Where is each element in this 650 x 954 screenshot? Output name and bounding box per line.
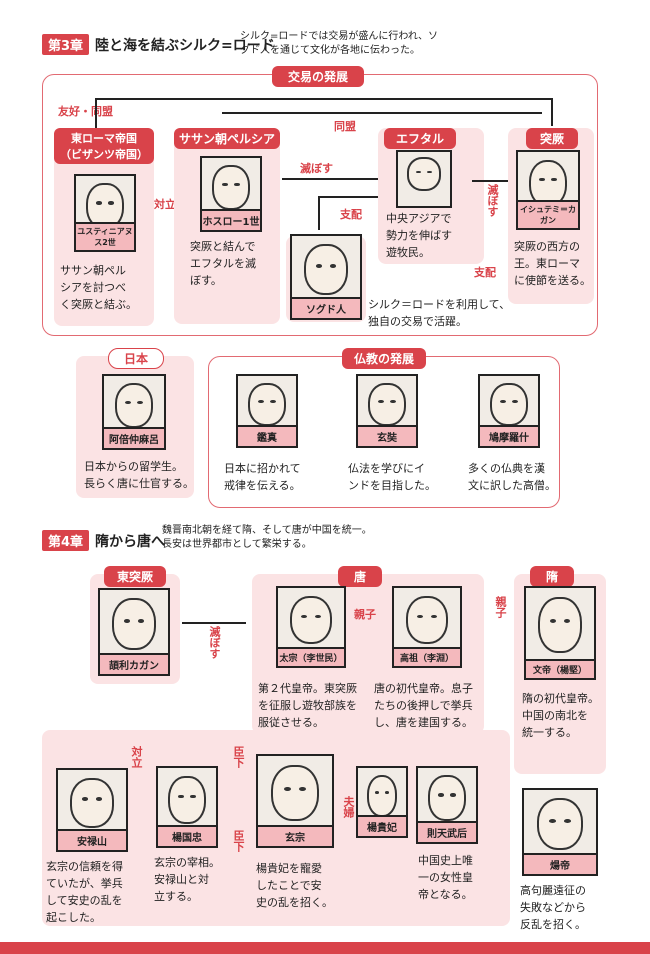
buddhism-label: 仏教の発展 [342,348,426,369]
connector [222,112,542,114]
ganjin-desc: 日本に招かれて 戒律を伝える。 [224,462,301,492]
rule-label-2: 支配 [474,266,496,279]
yangguifei-portrait: 楊貴妃 [356,766,408,838]
taizong-portrait: 太宗（李世民） [276,586,346,668]
xuanzang-desc: 仏法を学びにイ ンドを目指した。 [348,462,436,492]
chapter4-tag: 第4章 [42,530,90,551]
destroy-label-2: 滅ぼす [486,184,499,217]
wuzetian-portrait: 則天武后 [416,766,478,844]
chapter3-tag: 第3章 [42,34,90,55]
chapter4-title: 隋から唐へ [95,533,166,550]
connector [95,98,551,100]
vassal-label-2: 臣下 [232,830,245,852]
portrait-face [528,159,568,207]
istemi-desc: 突厥の西方の 王。東ローマ に使節を送る。 [514,240,591,287]
sogd-portrait: ソグド人 [290,234,362,320]
portrait-face [304,244,348,296]
khosrow-desc: 突厥と結んで エフタルを滅 ぼす。 [190,240,256,287]
kumarajiva-portrait: 鳩摩羅什 [478,374,540,448]
xuanzong-desc: 楊貴妃を寵愛 したことで安 史の乱を招く。 [256,862,333,909]
eftal-label: エフタル [384,128,456,149]
khosrow-portrait: ホスロー1世 [200,156,262,232]
abe-desc: 日本からの留学生。 長らく唐に仕官する。 [84,460,194,490]
destroy-arrow [282,178,380,180]
parent-child-2: 親子 [494,596,507,618]
eftal-portrait [396,150,452,208]
xuanzong-portrait: 玄宗 [256,754,334,848]
destroy-label-1: 滅ぼす [300,162,333,175]
page-bottom-bar [0,942,650,954]
portrait-face [212,165,250,210]
gaozu-portrait: 高祖（李淵） [392,586,462,668]
friend-label: 友好・同盟 [58,105,113,118]
sui-label: 隋 [530,566,574,587]
portrait-face [428,775,466,822]
gaozu-desc: 唐の初代皇帝。息子 たちの後押しで挙兵 し、唐を建国する。 [374,682,473,729]
portrait-face [112,598,156,651]
confront-label-ch4: 対立 [130,746,143,768]
byzantine-label: 東ローマ帝国 （ビザンツ帝国） [54,128,154,164]
portrait-face [168,775,206,825]
justinian-desc: ササン朝ペル シアを討つべ く突厥と結ぶ。 [60,264,137,311]
sasanian-label: ササン朝ペルシア [174,128,280,149]
yang-desc: 玄宗の宰相。 安禄山と対 立する。 [154,856,220,903]
portrait-face [114,383,154,428]
trade-title: 交易の発展 [272,66,364,87]
yangdi-portrait: 煬帝 [522,788,598,876]
portrait-face [86,183,124,230]
portrait-face [536,798,584,851]
taizong-desc: 第２代皇帝。東突厥 を征服し遊牧部族を 服従させる。 [258,682,357,729]
chapter3-title: 陸と海を結ぶシルク=ロード [95,37,275,54]
portrait-face [538,597,582,653]
portrait-face [366,774,398,817]
japan-label: 日本 [108,348,164,369]
xuanzang-portrait: 玄奘 [356,374,418,448]
portrait-face [405,595,449,645]
connector [551,98,553,126]
eftal-desc: 中央アジアで 勢力を伸ばす 遊牧民。 [386,212,452,259]
abe-portrait: 阿倍仲麻呂 [102,374,166,450]
turk-label: 突厥 [526,128,578,149]
istemi-portrait: イシュテミ＝カガン [516,150,580,230]
yangdi-desc: 高句麗遠征の 失敗などから 反乱を招く。 [520,884,586,931]
wuzetian-desc: 中国史上唯 一の女性皇 帝となる。 [418,854,473,901]
alliance-label: 同盟 [334,120,356,133]
chapter3-intro: シルク=ロードでは交易が盛んに行われ、ソ グド人を通じて文化が各地に伝わった。 [240,31,438,56]
yang-portrait: 楊国忠 [156,766,218,848]
east-turk-label: 東突厥 [104,566,166,587]
portrait-face [271,765,319,821]
parent-child-1: 親子 [354,608,376,621]
wendi-portrait: 文帝（楊堅） [524,586,596,680]
anlushan-portrait: 安禄山 [56,768,128,852]
chapter4-header: 第4章 隋から唐へ [42,530,165,551]
destroy-arrow-ch4 [182,622,246,624]
kumarajiva-desc: 多くの仏典を漢 文に訳した高僧。 [468,462,556,492]
portrait-face [289,595,333,645]
rule-arrow [318,196,320,230]
ganjin-portrait: 鑑真 [236,374,298,448]
rule-arrow [318,196,378,198]
destroy-label-ch4: 滅ぼす [208,626,221,659]
destroy-arrow-2 [472,180,512,182]
couple-label: 夫婦 [342,796,355,818]
portrait-face [490,383,528,427]
sogd-desc: シルク＝ロードを利用して、 独自の交易で活躍。 [368,298,511,328]
vassal-label-1: 臣下 [232,746,245,768]
portrait-face [248,383,286,427]
chapter4-intro: 魏晋南北朝を経て隋、そして唐が中国を統一。 長安は世界都市として繁栄する。 [162,525,372,550]
rule-label-1: 支配 [340,208,362,221]
portrait-face [407,157,441,191]
portrait-face [368,383,406,427]
tang-label: 唐 [338,566,382,587]
wendi-desc: 隋の初代皇帝。 中国の南北を 統一する。 [522,692,599,739]
connector [95,98,97,128]
portrait-face [70,778,114,828]
justinian-portrait: ユスティニアヌス2世 [74,174,136,252]
confront-label: 対立 [154,198,176,211]
anlushan-desc: 玄宗の信頼を得 ていたが、挙兵 して安史の乱を 起こした。 [46,860,123,924]
chapter3-header: 第3章 陸と海を結ぶシルク=ロード [42,34,275,55]
illig-portrait: 頡利カガン [98,588,170,676]
